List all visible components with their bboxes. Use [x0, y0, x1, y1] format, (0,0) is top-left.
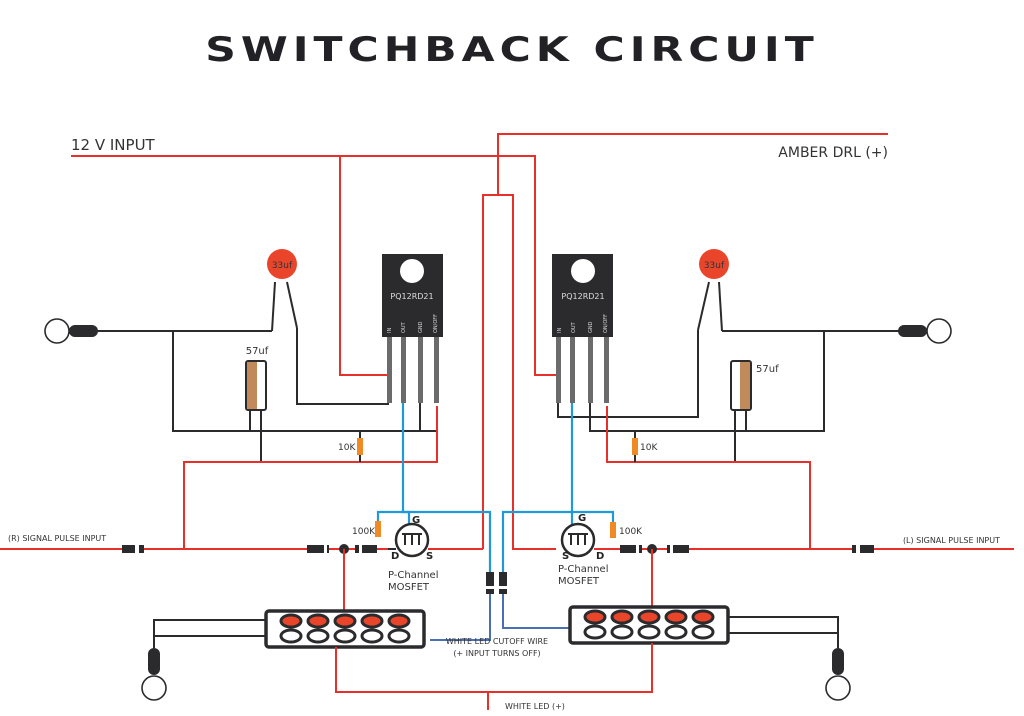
white-led-right — [664, 624, 688, 640]
label-12v-input: 12 V INPUT — [71, 136, 156, 154]
mosfet-right-type: P-Channel — [558, 564, 608, 575]
white-led-right — [691, 624, 715, 640]
wire-amber-drl — [482, 133, 888, 550]
pin-label-out: OUT — [571, 321, 577, 333]
ceramic-cap-left-value: 33uf — [272, 261, 293, 271]
resistor-10k-left: 10K — [338, 431, 363, 462]
diode-l-signal — [852, 545, 874, 553]
diode-cutoff-right — [499, 572, 507, 594]
resistor-10k-left-label: 10K — [338, 443, 356, 453]
connector-right — [898, 318, 952, 344]
electrolytic-capacitor-right: 57uf — [730, 360, 779, 462]
mosfet-right: G S D P-Channel MOSFET — [558, 513, 608, 587]
mosfet-left: G D S P-Channel MOSFET — [388, 515, 438, 593]
pin-label-in: IN — [557, 328, 563, 333]
amber-led-right — [637, 609, 661, 625]
amber-led-left — [387, 613, 411, 629]
diode-right-2 — [667, 545, 689, 553]
ceramic-cap-right-value: 33uf — [704, 261, 725, 271]
mosfet-left-source-label: S — [426, 551, 433, 562]
white-led-left — [360, 628, 384, 644]
label-r-signal: (R) SIGNAL PULSE INPUT — [8, 534, 106, 543]
resistor-100k-right: 100K — [610, 522, 643, 538]
resistor-10k-right-label: 10K — [640, 443, 658, 453]
amber-led-left — [360, 613, 384, 629]
bulb-right — [825, 648, 851, 701]
mosfet-right-gate-label: G — [578, 513, 586, 524]
mosfet-right-drain-label: D — [596, 551, 604, 562]
pin-label-gnd: GND — [588, 321, 594, 333]
diode-left-2 — [355, 545, 377, 553]
amber-led-right — [664, 609, 688, 625]
mosfet-left-type: P-Channel — [388, 570, 438, 581]
mosfet-left-gate-label: G — [412, 515, 420, 526]
mosfet-left-type2: MOSFET — [388, 582, 430, 593]
electrolytic-cap-right-value: 57uf — [756, 364, 779, 375]
diode-cutoff-left — [486, 572, 494, 594]
voltage-regulator-left: PQ12RD21 IN OUT GND ON/OFF — [382, 254, 443, 403]
resistor-100k-left-label: 100K — [352, 527, 376, 537]
mosfet-right-type2: MOSFET — [558, 576, 600, 587]
connector-left — [44, 318, 98, 344]
pin-label-out: OUT — [401, 321, 407, 333]
label-white-led: WHITE LED (+) — [505, 702, 565, 711]
white-led-right — [637, 624, 661, 640]
white-led-left — [279, 628, 303, 644]
voltage-regulator-right: PQ12RD21 IN OUT GND ON/OFF — [552, 254, 613, 403]
diode-r-signal — [122, 545, 144, 553]
pin-label-gnd: GND — [418, 321, 424, 333]
label-amber-drl: AMBER DRL (+) — [778, 145, 888, 161]
electrolytic-capacitor-left: 57uf — [245, 346, 269, 462]
regulator-left-part: PQ12RD21 — [390, 292, 433, 301]
white-led-right — [610, 624, 634, 640]
ceramic-capacitor-right: 33uf — [697, 249, 729, 332]
white-led-left — [333, 628, 357, 644]
white-led-left — [387, 628, 411, 644]
pin-label-onoff: ON/OFF — [603, 314, 609, 333]
diagram-title: SWITCHBACK CIRCUIT — [205, 30, 819, 70]
mosfet-left-drain-label: D — [391, 551, 399, 562]
label-cutoff-wire-note: (+ INPUT TURNS OFF) — [453, 649, 540, 658]
amber-led-left — [333, 613, 357, 629]
amber-led-left — [306, 613, 330, 629]
electrolytic-cap-left-value: 57uf — [246, 346, 269, 357]
mosfet-right-source-label: S — [562, 551, 569, 562]
ceramic-capacitor-left: 33uf — [267, 249, 298, 332]
amber-led-right — [583, 609, 607, 625]
resistor-100k-left: 100K — [352, 521, 381, 537]
diode-right-1 — [620, 545, 642, 553]
resistor-10k-right: 10K — [632, 431, 658, 462]
pin-label-onoff: ON/OFF — [433, 314, 439, 333]
amber-led-right — [610, 609, 634, 625]
label-l-signal: (L) SIGNAL PULSE INPUT — [903, 536, 1000, 545]
regulator-right-part: PQ12RD21 — [561, 292, 604, 301]
pin-label-in: IN — [387, 328, 393, 333]
bulb-left — [141, 648, 167, 701]
label-cutoff-wire: WHITE LED CUTOFF WIRE — [446, 637, 548, 646]
amber-led-right — [691, 609, 715, 625]
diode-left-1 — [307, 545, 329, 553]
white-led-right — [583, 624, 607, 640]
amber-led-left — [279, 613, 303, 629]
resistor-100k-right-label: 100K — [619, 527, 643, 537]
wire-12v-input — [71, 155, 556, 376]
white-led-left — [306, 628, 330, 644]
